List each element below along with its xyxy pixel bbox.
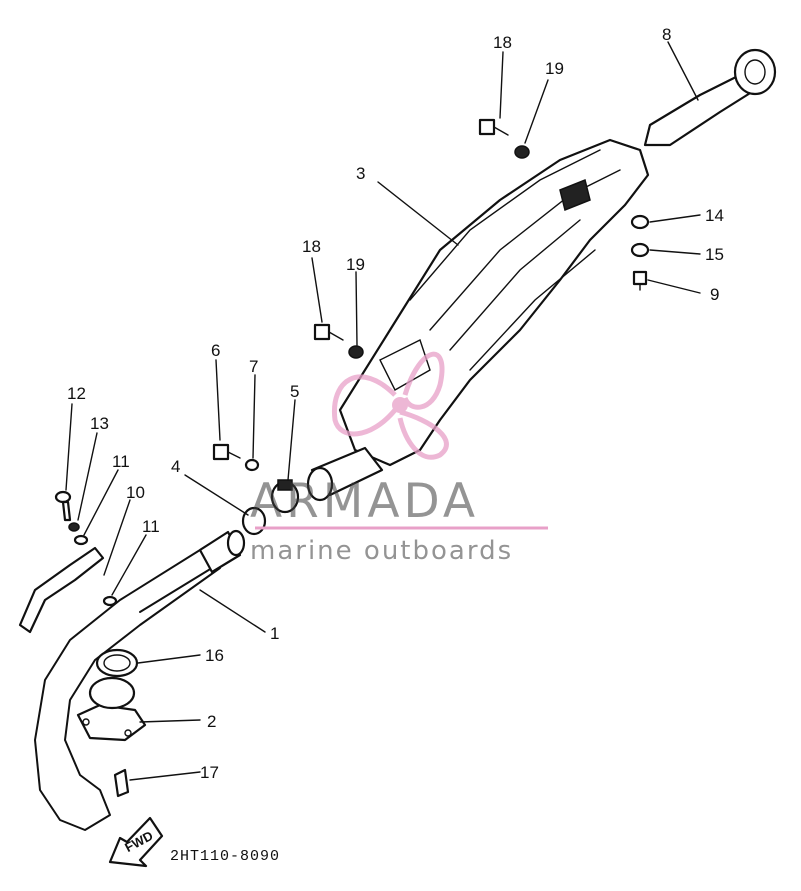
callout-1: 1 bbox=[270, 624, 280, 643]
callout-6: 6 bbox=[211, 341, 221, 360]
callout-8: 8 bbox=[662, 25, 672, 44]
drawing-code: 2HT110-8090 bbox=[170, 848, 281, 865]
clamp bbox=[270, 479, 300, 514]
callout-12: 12 bbox=[67, 384, 86, 403]
callout-9: 9 bbox=[710, 285, 720, 304]
callout-18-upper: 18 bbox=[493, 33, 512, 52]
exhaust-pipe bbox=[34, 529, 246, 831]
callout-11-lower: 11 bbox=[142, 517, 160, 536]
washer-19-upper bbox=[514, 145, 530, 159]
muffler-body bbox=[306, 138, 650, 502]
tail-pipe bbox=[643, 48, 777, 147]
callout-3: 3 bbox=[356, 164, 366, 183]
callout-4: 4 bbox=[171, 457, 181, 476]
bolt-6 bbox=[212, 443, 241, 461]
exhaust-flange bbox=[76, 676, 147, 742]
callout-14: 14 bbox=[705, 206, 724, 225]
mounting-bracket bbox=[18, 546, 105, 634]
fwd-arrow bbox=[108, 816, 164, 868]
callout-15: 15 bbox=[705, 245, 724, 264]
callout-18-lower: 18 bbox=[302, 237, 321, 256]
callout-5: 5 bbox=[290, 382, 300, 401]
collar-15 bbox=[630, 242, 650, 258]
watermark-logo bbox=[331, 351, 449, 460]
washer-19-lower bbox=[348, 345, 364, 359]
callout-16: 16 bbox=[205, 646, 224, 665]
gasket-ring bbox=[95, 648, 139, 678]
gasket-ring-inner bbox=[103, 654, 131, 672]
stud-bolt bbox=[113, 768, 130, 798]
bolt-18-lower bbox=[313, 323, 344, 341]
watermark-tagline: marine outboards bbox=[250, 536, 514, 566]
grommet-14 bbox=[630, 214, 650, 230]
small-fasteners bbox=[54, 490, 118, 607]
watermark-brand: ARMADA bbox=[250, 474, 480, 529]
callout-2: 2 bbox=[207, 712, 217, 731]
washer-7 bbox=[244, 458, 260, 472]
callout-7: 7 bbox=[249, 357, 259, 376]
leader-lines bbox=[65, 41, 701, 781]
callout-17: 17 bbox=[200, 763, 219, 782]
callout-19-upper: 19 bbox=[545, 59, 564, 78]
bolt-18-upper bbox=[478, 118, 509, 136]
callout-19-lower: 19 bbox=[346, 255, 365, 274]
callout-11-upper: 11 bbox=[112, 452, 130, 471]
bolt-9 bbox=[632, 270, 648, 291]
callout-10: 10 bbox=[126, 483, 145, 502]
callout-13: 13 bbox=[90, 414, 109, 433]
